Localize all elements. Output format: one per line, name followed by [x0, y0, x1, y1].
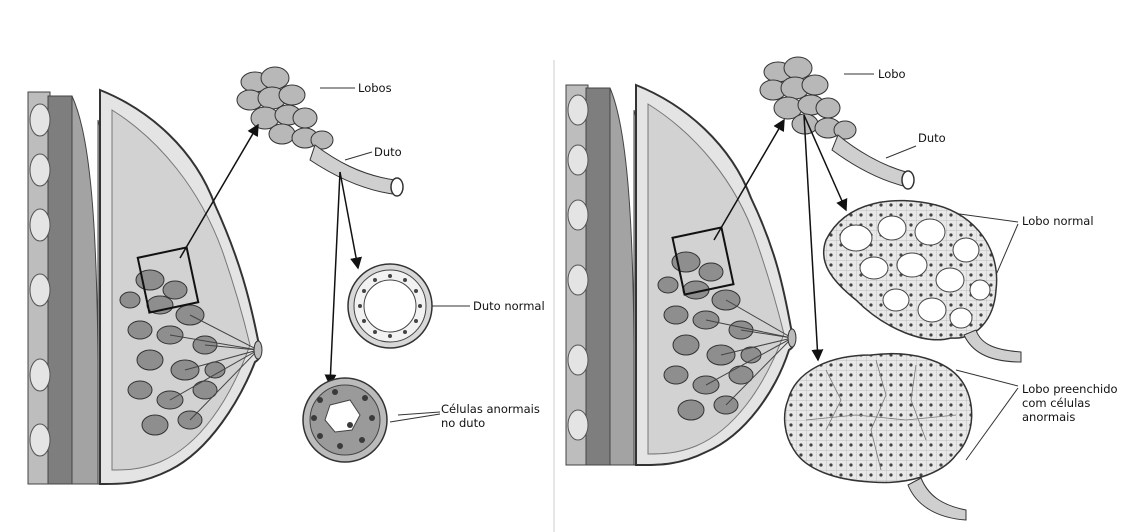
lobular-diagram-panel: Lobo Duto Lobo normal Lobo preenchido co…: [556, 0, 1132, 532]
label-abnormal-cells-line1: Células anormais: [441, 402, 540, 416]
label-normal-lobe: Lobo normal: [1022, 214, 1094, 228]
ductal-diagram-illustration: [0, 0, 555, 532]
label-normal-duct: Duto normal: [473, 299, 545, 313]
lobular-diagram-illustration: [556, 0, 1132, 532]
label-filled-lobe-line1: Lobo preenchido: [1022, 382, 1118, 396]
duct-opening: [391, 178, 403, 196]
filled-lobe-cross-section: [785, 354, 972, 520]
label-filled-lobe-line2: com células: [1022, 396, 1090, 410]
abnormal-duct-cross-section: [303, 378, 387, 462]
label-duct: Duto: [374, 145, 402, 159]
label-abnormal-cells-line2: no duto: [441, 416, 485, 430]
duct-tube: [832, 135, 911, 188]
label-duct: Duto: [918, 131, 946, 145]
label-lobe: Lobo: [878, 67, 906, 81]
label-lobes: Lobos: [358, 81, 392, 95]
duct-opening: [902, 171, 914, 189]
normal-duct-cross-section: [348, 264, 432, 348]
ductal-diagram-panel: Lobos Duto Duto normal Células anormais …: [0, 0, 555, 532]
lobe-illustration: [760, 57, 856, 139]
label-filled-lobe-line3: anormais: [1022, 410, 1075, 424]
normal-lobe-cross-section: [824, 201, 1021, 362]
